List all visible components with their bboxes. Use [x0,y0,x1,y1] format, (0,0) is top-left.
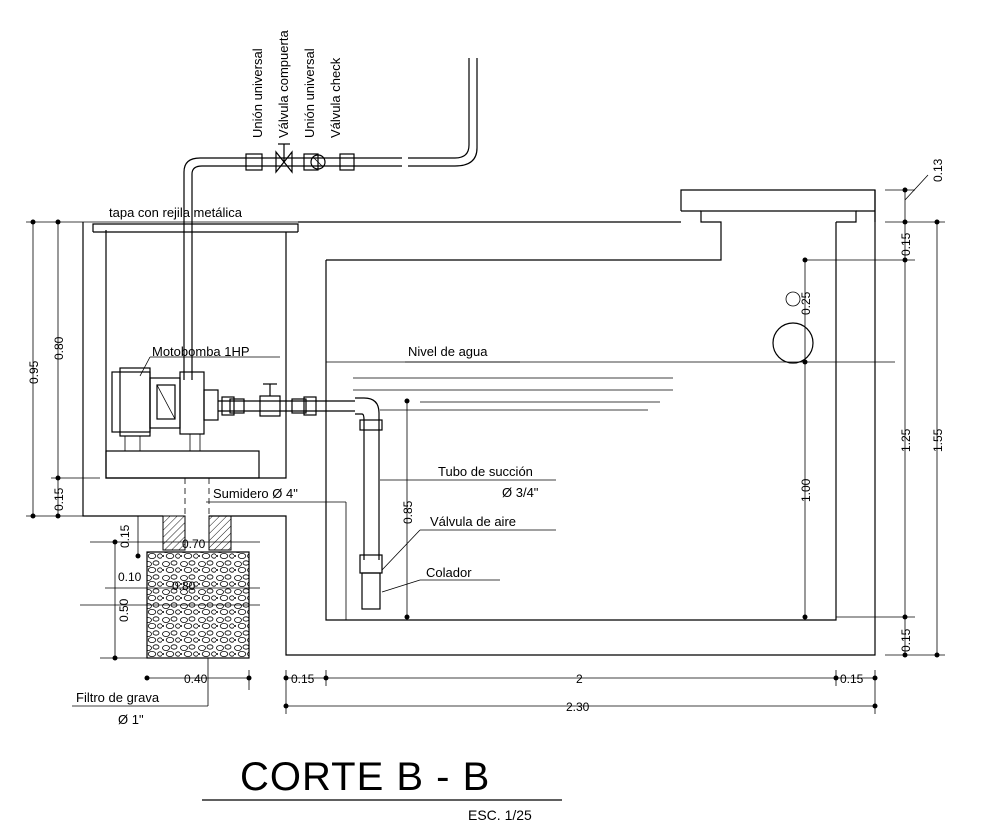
dim-070: 0.70 [182,537,206,551]
discharge-pipe [183,58,478,380]
dim-050: 0.50 [117,598,131,622]
label-lid: tapa con rejila metálica [109,205,243,220]
label-air-valve: Válvula de aire [430,514,516,529]
dim-095: 0.95 [27,360,41,384]
pump [111,367,219,451]
dim-230: 2.30 [566,700,590,714]
label-gravel-filter: Filtro de grava [76,690,160,705]
drawing-scale: ESC. 1/25 [468,807,532,823]
label-union-2: Unión universal [302,48,317,138]
dim-125: 1.25 [899,428,913,452]
leader-lines [72,356,556,707]
dim-015-bottom-left: 0.15 [291,672,315,686]
dim-015-sump: 0.15 [118,524,132,548]
pump-chamber [82,190,876,656]
dim-080: 0.80 [52,336,66,360]
label-sump: Sumidero Ø 4" [213,486,298,501]
label-water-level: Nivel de agua [408,344,488,359]
label-suction-diameter: Ø 3/4" [502,485,539,500]
dim-040: 0.40 [184,672,208,686]
label-suction-pipe: Tubo de succión [438,464,533,479]
dim-015-top-right: 0.15 [899,232,913,256]
dim-085: 0.85 [401,500,415,524]
sump [146,478,250,659]
dim-015-right-bottom: 0.15 [899,628,913,652]
dim-010: 0.10 [118,570,142,584]
cistern [298,189,876,621]
float-switch [772,260,814,620]
dim-2: 2 [576,672,583,686]
dim-025: 0.25 [799,291,813,315]
dim-080b: 0.80 [172,579,196,593]
label-check-valve: Válvula check [328,57,343,138]
label-strainer: Colador [426,565,472,580]
dim-013: 0.13 [931,158,945,182]
label-filter-diameter: Ø 1" [118,712,144,727]
label-union-1: Unión universal [250,48,265,138]
label-pump: Motobomba 1HP [152,344,250,359]
dim-015-left: 0.15 [52,487,66,511]
label-gate-valve: Válvula compuerta [276,30,291,138]
suction-pipe [218,383,383,610]
drawing-title: CORTE B - B [240,755,490,799]
dim-100: 1.00 [799,478,813,502]
dimension-lines [26,174,945,714]
dim-015-bottom-right: 0.15 [840,672,864,686]
water-level [326,361,895,411]
dim-155: 1.55 [931,428,945,452]
